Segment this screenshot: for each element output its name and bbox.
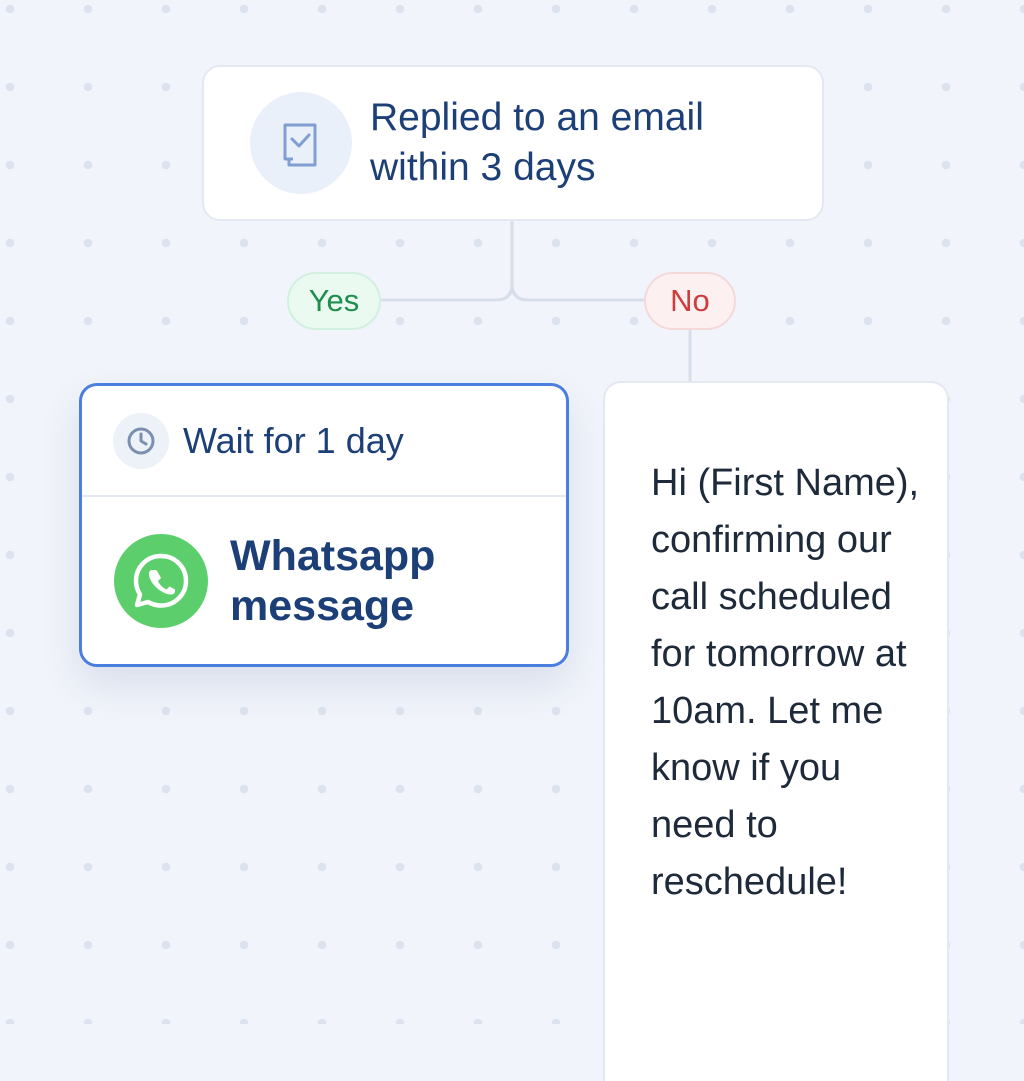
wait-step-label: Wait for 1 day — [183, 419, 404, 461]
yes-branch-label[interactable]: Yes — [287, 272, 381, 330]
wait-step-card[interactable]: Wait for 1 day Whatsapp message — [79, 383, 569, 667]
whatsapp-icon — [114, 534, 208, 628]
whatsapp-action[interactable]: Whatsapp message — [82, 497, 566, 665]
email-reply-icon — [283, 123, 317, 167]
clock-icon-badge — [113, 412, 169, 469]
wait-step-header[interactable]: Wait for 1 day — [82, 386, 566, 497]
trigger-title: Replied to an email within 3 days — [370, 96, 704, 189]
trigger-icon-badge — [250, 92, 352, 194]
message-step-card[interactable]: Hi (First Name), confirming our call sch… — [603, 381, 949, 1081]
clock-icon — [127, 427, 155, 454]
message-text: Hi (First Name), confirming our call sch… — [651, 462, 920, 903]
trigger-card[interactable]: Replied to an email within 3 days — [202, 65, 824, 221]
no-branch-label[interactable]: No — [644, 272, 736, 330]
whatsapp-action-label: Whatsapp message — [230, 532, 436, 630]
